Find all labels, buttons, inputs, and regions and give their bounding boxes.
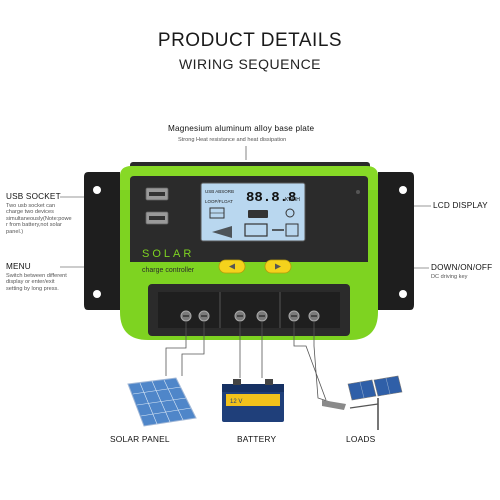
down-button — [264, 259, 292, 274]
solar-panel-label: SOLAR PANEL — [110, 434, 170, 444]
solar-panel-image — [127, 377, 197, 427]
page-title: PRODUCT DETAILS — [157, 30, 343, 51]
brand-subtitle: charge controller — [142, 267, 195, 274]
battery-voltage-label: 12 V — [230, 399, 242, 405]
down-on-off-desc: DC driving key — [431, 274, 468, 280]
down-on-off-label: DOWN/ON/OFF — [431, 263, 493, 272]
terminal-block — [148, 284, 350, 336]
lcd-display-label: LCD DISPLAY — [433, 201, 488, 210]
svg-text:LOOP/FLOAT: LOOP/FLOAT — [205, 199, 233, 204]
svg-text:USB ABSORB: USB ABSORB — [205, 189, 234, 194]
loads-image — [322, 375, 403, 430]
loads-label: LOADS — [346, 434, 376, 444]
usb-ports — [145, 187, 169, 225]
base-plate-label: Magnesium aluminum alloy base plate — [168, 124, 315, 133]
lcd-unit: KWAH — [285, 197, 300, 203]
battery-label: BATTERY — [237, 434, 277, 444]
brand-logo: SOLAR — [142, 248, 194, 260]
menu-label: MENU — [6, 262, 31, 271]
battery-image: 12 V — [222, 379, 284, 422]
lcd-digits: 88.8.8 — [246, 190, 296, 206]
usb-socket-desc: Two usb socket can charge two devices si… — [6, 203, 72, 235]
menu-button — [218, 259, 246, 274]
lcd-screen: USB ABSORB LOOP/FLOAT 88.8.8 KWAH — [200, 182, 306, 242]
base-plate-desc: Strong Heat resistance and heat dissipat… — [178, 137, 287, 143]
menu-desc: Switch between different display or ente… — [6, 273, 67, 292]
usb-socket-label: USB SOCKET — [6, 192, 61, 201]
page-subtitle: WIRING SEQUENCE — [178, 56, 322, 72]
